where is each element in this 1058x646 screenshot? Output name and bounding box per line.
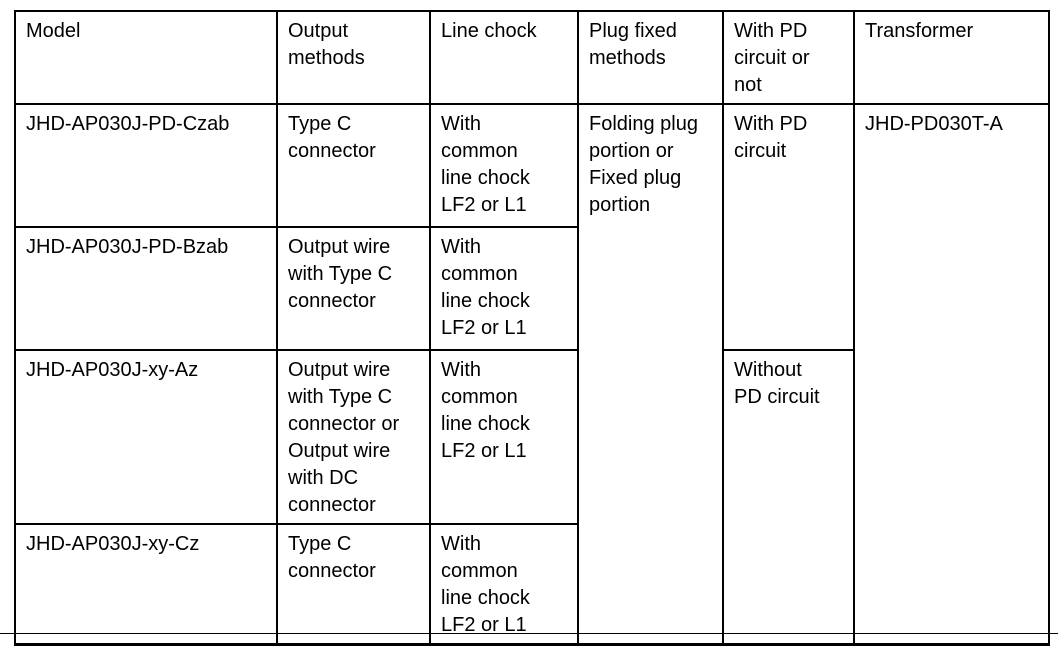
cell-line-chock: With common line chock LF2 or L1 <box>429 523 579 646</box>
cell-output-methods: Output wire with Type C connector <box>276 226 431 351</box>
header-plug-fixed-methods: Plug fixed methods <box>577 10 724 105</box>
cell-output-methods: Type C connector <box>276 103 431 228</box>
header-output-methods: Output methods <box>276 10 431 105</box>
cell-plug-fixed-methods: Folding plug portion or Fixed plug porti… <box>577 103 724 646</box>
table-row: JHD-AP030J-PD-Czab Type C connector With… <box>14 103 1050 646</box>
cell-pd-without: Without PD circuit <box>722 349 855 646</box>
cell-model: JHD-AP030J-PD-Czab <box>14 103 278 228</box>
spec-table: Model Output methods Line chock Plug fix… <box>14 10 1050 646</box>
cell-pd-with: With PD circuit <box>722 103 855 351</box>
cell-line-chock: With common line chock LF2 or L1 <box>429 349 579 525</box>
cell-line-chock: With common line chock LF2 or L1 <box>429 103 579 228</box>
header-row: Model Output methods Line chock Plug fix… <box>14 10 1050 105</box>
cell-line-chock: With common line chock LF2 or L1 <box>429 226 579 351</box>
header-pd-circuit: With PD circuit or not <box>722 10 855 105</box>
cell-transformer: JHD-PD030T-A <box>853 103 1050 646</box>
table-row: JHD-AP030J-PD-Bzab Output wire with Type… <box>14 226 1049 351</box>
cell-model: JHD-AP030J-xy-Cz <box>14 523 278 646</box>
header-line-chock: Line chock <box>429 10 579 105</box>
header-transformer: Transformer <box>853 10 1050 105</box>
page-bottom-rule <box>0 633 1058 634</box>
header-model: Model <box>14 10 278 105</box>
cell-model: JHD-AP030J-PD-Bzab <box>14 226 278 351</box>
table-row: JHD-AP030J-xy-Az Output wire with Type C… <box>14 349 1049 646</box>
cell-output-methods: Output wire with Type C connector or Out… <box>276 349 431 525</box>
cell-output-methods: Type C connector <box>276 523 431 646</box>
cell-model: JHD-AP030J-xy-Az <box>14 349 278 525</box>
table-row: JHD-AP030J-xy-Cz Type C connector With c… <box>14 523 1049 646</box>
